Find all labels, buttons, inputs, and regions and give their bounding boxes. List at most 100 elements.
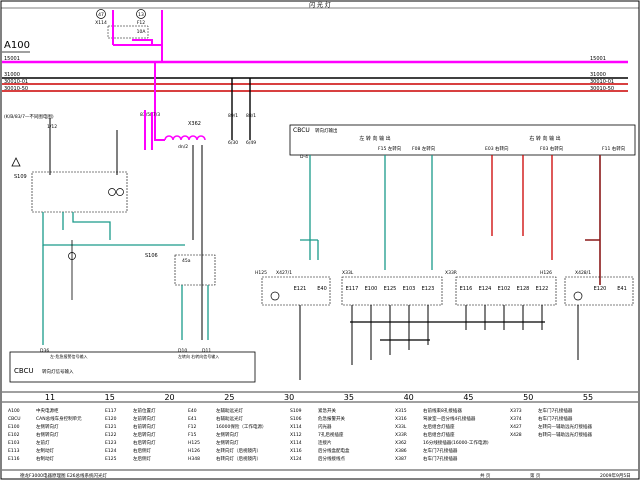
lamp-label: E102 [498,286,511,292]
legend-desc: 左转向—辅助远光灯接插器 [538,423,592,430]
cbcu-input-title: CBCU [14,367,34,375]
bus-label-left: 30010-50 [4,86,28,92]
ground-pin-label: 6/49 [246,140,256,146]
bus-label-left: 31000 [4,72,20,78]
legend-desc: 左辅助远光灯 [216,407,243,414]
legend-desc: 右后转向灯 [133,439,156,446]
connector-circle [96,9,106,19]
connector-ref-label: X33R [445,270,457,276]
connector-label: X114 [95,20,107,26]
ruler-label: 55 [583,393,593,402]
lamp-label: E128 [517,286,530,292]
legend-code: H348 [188,456,200,462]
s106-label: S106 [145,253,158,259]
wire-label: 1/12 [47,124,57,130]
legend-code: H126 [188,448,200,454]
lamp-icon [573,291,583,301]
s109-box [31,171,128,213]
cbcu-input-pin: D10 [178,348,187,354]
cbcu-input-pin: D11 [202,348,211,354]
bus-label-left: 15001 [4,56,20,62]
lamp-group-mid-right: E116 E124 E102 E128 E122 [455,276,557,306]
legend-desc: 后分线接线点 [318,455,345,462]
cbcu-input-pin: D36 [40,348,49,354]
fuse-circle [136,9,146,19]
legend-code: X373 [510,408,522,414]
ground-pin-label: 6/30 [228,140,238,146]
cbcu-pin: F11 右转向 [602,145,626,152]
legend-code: E122 [105,432,117,438]
indicator-lamp-icon [108,188,116,196]
bus-label-right: 30010-50 [590,86,614,92]
legend-desc: 后分线盒配电盒 [318,447,350,454]
connector-ref-label: X428/1 [575,270,591,276]
legend-code: E113 [8,448,20,454]
legend-code: X428 [510,432,522,438]
legend-code: E120 [105,416,117,422]
legend-code: X116 [290,448,302,454]
legend-desc: 紧急开关 [318,407,336,414]
legend-desc: 左后侧灯 [133,455,151,462]
ruler-label: 15 [105,393,115,402]
ground-pin-label: 88/1 [246,113,256,119]
ruler-label: 25 [224,393,234,402]
ruler-label: 20 [164,393,174,402]
legend-code: X33L [395,424,407,430]
legend-code: H125 [188,440,200,446]
legend-code: S109 [290,408,302,414]
ruler-label: 30 [284,393,294,402]
lamp-label: E100 [365,286,378,292]
legend-code: X386 [395,448,407,454]
legend-desc: 右辅助远光灯 [216,415,243,422]
legend-code: CBCU [8,416,21,422]
cbcu-pin: F08 左转向 [412,145,436,152]
legend-desc: 左后组合灯插座 [423,423,455,430]
connector-ref-label: X33L [342,270,354,276]
cbcu-input-subtitle: 转向灯信号输入 [42,368,74,375]
legend-desc: 左前灯 [36,439,50,446]
cbcu-pin: E03 右转向 [485,145,509,152]
s109-label: S109 [14,174,27,180]
ruler-label: 11 [45,393,55,402]
footer-doc: 德龙F3000电器原理图 E26总线系统闪光灯 [20,472,108,479]
legend-desc: 左车门7孔接插器 [538,407,573,414]
legend-code: X387 [395,456,407,462]
legend-desc: 危急报警开关 [318,415,345,422]
lamp-label: E117 [346,286,359,292]
bus-label-right: 30010-01 [590,79,614,85]
legend-desc: 右前转向灯 [133,423,156,430]
lamp-label: E124 [479,286,492,292]
fuse-label: F12 [137,20,145,26]
legend-desc: 左侧转向灯 [216,431,239,438]
cbcu-input-box [9,351,256,383]
legend-code: F12 [188,424,196,430]
header-title: 闪 光 灯 [309,1,331,9]
lamp-group-mid-left: E117 E100 E125 E103 E123 [341,276,443,306]
legend-code: F15 [188,432,196,438]
bus-label-right: 31000 [590,72,606,78]
legend-code: X362 [395,440,407,446]
cbcu-pin: F03 右转向 [540,145,564,152]
legend-desc: 右前线束8孔接插器 [423,407,462,414]
legend-code: E41 [188,416,197,422]
cbcu-title: CBCU [293,127,310,134]
cbcu-subtitle: 转向灯输出 [315,127,338,134]
left-note: (K/B/83/7—不同图电图) [4,113,54,120]
legend-desc: 右转向—辅助远光灯接插器 [538,431,592,438]
legend-desc: 左前转向灯 [133,415,156,422]
legend-code: S106 [290,416,302,422]
legend-code: E102 [8,432,20,438]
legend-desc: 16分线接插器(16000-工作电源) [423,439,489,446]
legend-code: E124 [105,448,117,454]
legend-desc: 左前位置灯 [133,407,156,414]
legend-code: X124 [290,456,302,462]
legend-code: E103 [8,440,20,446]
footer-sheet: 共 页 [480,472,491,479]
legend-desc: 右车门7孔接插器 [538,415,573,422]
legend-code: X315 [395,408,407,414]
legend-desc: 7孔后视插座 [318,431,344,438]
footer-page: 第 页 [530,472,541,479]
